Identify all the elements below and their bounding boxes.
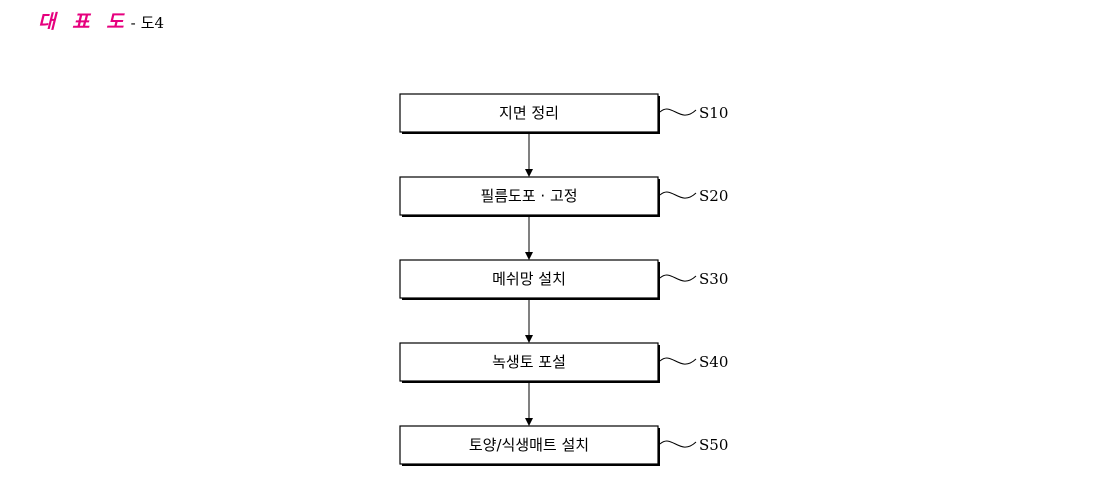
step-code: S30 (699, 270, 728, 288)
flow-step: 토양/식생매트 설치 S50 (400, 426, 728, 466)
step-code: S10 (699, 104, 728, 122)
step-code: S50 (699, 436, 728, 454)
step-code-leader (660, 441, 696, 447)
flow-step: 메쉬망 설치 S30 (400, 260, 728, 300)
step-code-leader (660, 275, 696, 281)
step-label: 필름도포 · 고정 (480, 187, 577, 205)
step-label: 지면 정리 (499, 104, 559, 122)
step-label: 녹생토 포설 (492, 353, 566, 371)
step-code-leader (660, 109, 696, 115)
flow-step: 지면 정리 S10 (400, 94, 728, 134)
flow-step: 녹생토 포설 S40 (400, 343, 728, 383)
step-code-leader (660, 358, 696, 364)
step-code: S40 (699, 353, 728, 371)
flow-step: 필름도포 · 고정 S20 (400, 177, 728, 217)
step-label: 메쉬망 설치 (492, 270, 566, 288)
step-label: 토양/식생매트 설치 (469, 436, 589, 454)
step-code-leader (660, 192, 696, 198)
step-code: S20 (699, 187, 728, 205)
